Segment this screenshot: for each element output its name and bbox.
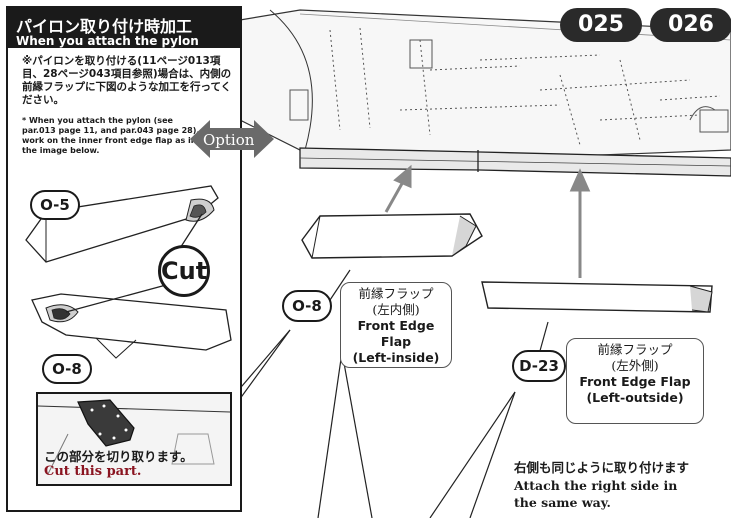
cut-note-ja: この部分を切り取ります。: [44, 449, 193, 464]
instruction-ja: 右側も同じように取り付けます: [514, 460, 690, 475]
d23-side-en: (Left-outside): [586, 390, 684, 405]
cut-detail-box: [36, 392, 232, 486]
sidebar-frame: [6, 6, 242, 512]
d23-name-ja: 前縁フラップ: [597, 342, 673, 357]
part-label-d23: D-23: [512, 350, 566, 382]
part-label-o5: O-5: [30, 190, 80, 220]
part-label-o8: O-8: [282, 290, 332, 322]
cut-detail-drawing: [38, 399, 230, 475]
cut-note-en: Cut this part.: [44, 464, 142, 479]
callout-front-edge-flap-left-inside: 前縁フラップ (左内側) Front Edge Flap (Left-insid…: [340, 282, 452, 368]
sidebar-title-ja: パイロン取り付け時加工: [16, 17, 193, 36]
step-badge-026: 026: [650, 8, 731, 42]
part-label-o8-sidebar: O-8: [42, 354, 92, 384]
sidebar-header: パイロン取り付け時加工 When you attach the pylon: [6, 6, 242, 48]
cut-badge: Cut: [158, 245, 210, 297]
option-label: Option: [203, 131, 255, 149]
instruction-en-line1: Attach the right side in: [514, 478, 678, 493]
o8-side-en: (Left-inside): [352, 350, 440, 365]
sidebar-parts-illustration: [25, 185, 232, 359]
sidebar-title-en: When you attach the pylon: [16, 34, 199, 48]
d23-name-en: Front Edge Flap: [579, 374, 691, 389]
d23-side-ja: (左外側): [611, 358, 659, 373]
o8-side-ja: (左内側): [372, 302, 420, 317]
note-en: * When you attach the pylon (see par.013…: [22, 116, 200, 155]
step-badge-025: 025: [560, 8, 642, 42]
callout-front-edge-flap-left-outside: 前縁フラップ (左外側) Front Edge Flap (Left-outsi…: [566, 338, 704, 424]
note-ja: ※パイロンを取り付ける(11ページ013項目、28ページ043項目参照)場合は、…: [22, 55, 232, 106]
o8-name-en: Front Edge Flap: [357, 318, 435, 349]
o8-name-ja: 前縁フラップ: [358, 286, 434, 301]
instruction-en-line2: the same way.: [514, 495, 611, 510]
option-arrow-shape: [190, 120, 274, 158]
